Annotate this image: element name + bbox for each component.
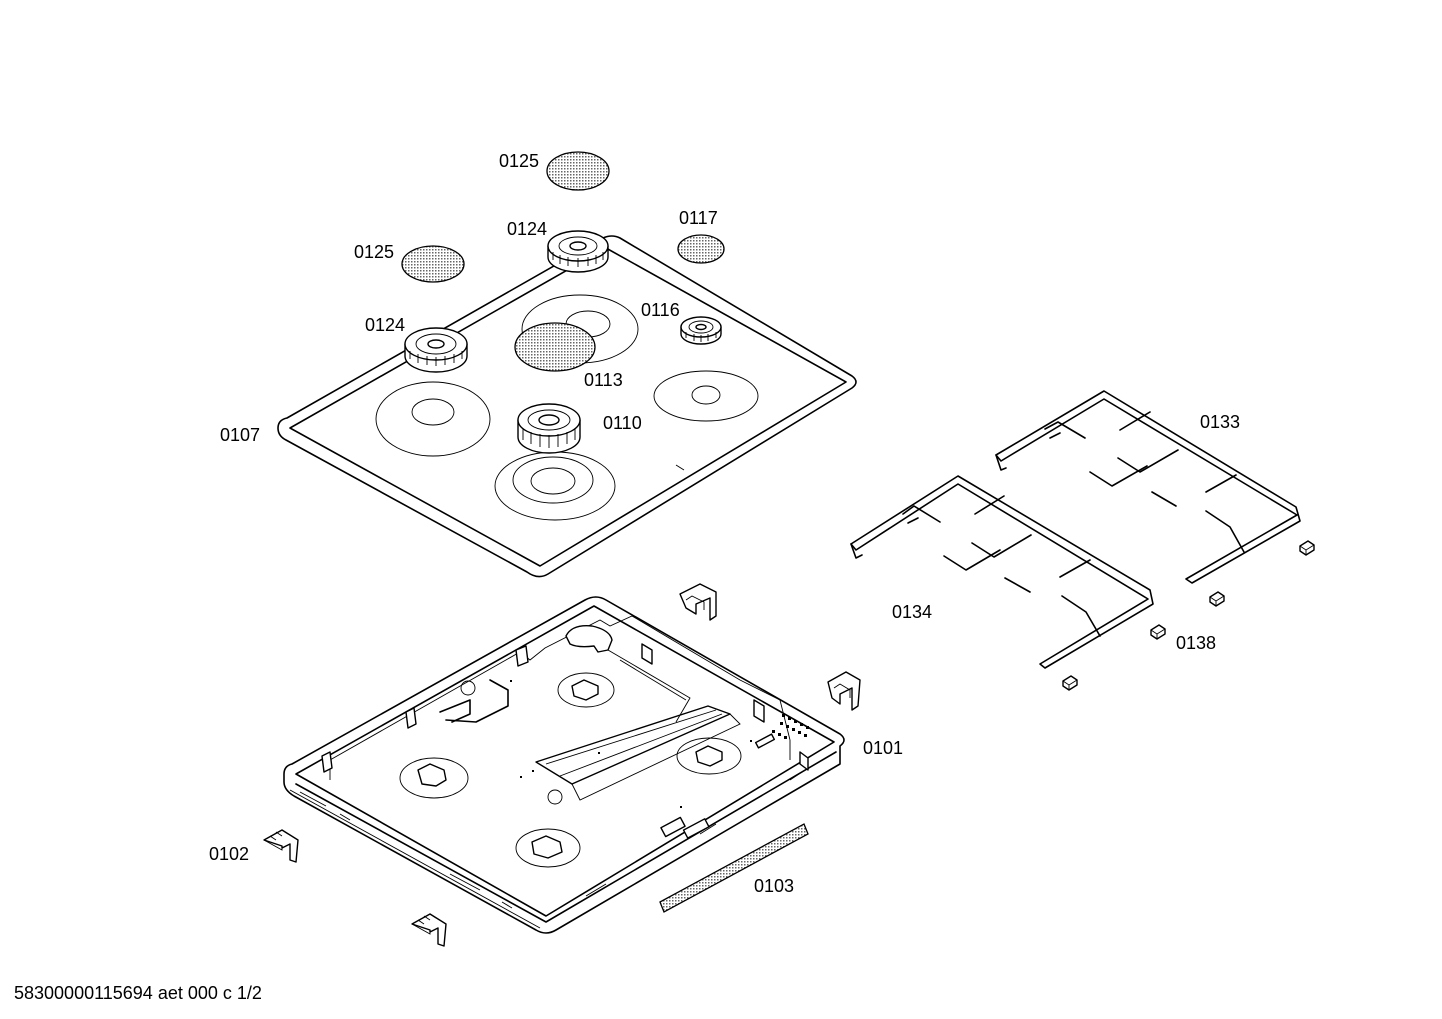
part-label-0110: 0110 (603, 413, 642, 433)
rubber-foot (1062, 675, 1078, 691)
part-label-0101: 0101 (863, 738, 904, 758)
burner-cap-0125-left (401, 245, 465, 283)
part-label-0134: 0134 (892, 602, 933, 622)
cooktop-top-plate (277, 235, 857, 578)
pan-support-0133 (995, 390, 1301, 584)
part-label-0113: 0113 (584, 370, 623, 390)
burner-cap-0113 (514, 322, 596, 372)
fixing-clip (827, 671, 861, 711)
fixing-clip (411, 913, 447, 947)
burner-cap-0125-top (546, 151, 610, 191)
part-label-0116: 0116 (641, 300, 680, 320)
part-label-0124-top: 0124 (507, 219, 548, 239)
burner-crown-0124-left (404, 327, 468, 373)
burner-cap-0117 (677, 234, 725, 264)
base-tray (283, 596, 845, 934)
drawing-number: 58300000115694 aet 000 c 1/2 (14, 983, 262, 1003)
fixing-clip (679, 583, 717, 621)
burner-crown-0116 (680, 316, 722, 345)
rubber-foot (1150, 624, 1166, 640)
part-label-0133: 0133 (1200, 412, 1241, 432)
part-label-0107: 0107 (220, 425, 261, 445)
rubber-foot (1299, 540, 1315, 556)
fixing-clip-0102 (263, 829, 299, 863)
gasket-strip-0103 (659, 823, 809, 913)
burner-crown-0124-top (547, 230, 609, 273)
part-label-0103: 0103 (754, 876, 795, 896)
part-label-0125-left: 0125 (354, 242, 395, 262)
rubber-foot (1209, 591, 1225, 607)
burner-crown-0110 (517, 403, 581, 454)
part-label-0125-top: 0125 (499, 151, 540, 171)
part-label-0138: 0138 (1176, 633, 1217, 653)
part-label-0124-left: 0124 (365, 315, 406, 335)
part-label-0102: 0102 (209, 844, 250, 864)
part-label-0117: 0117 (679, 208, 718, 228)
pan-support-0134 (850, 475, 1154, 669)
